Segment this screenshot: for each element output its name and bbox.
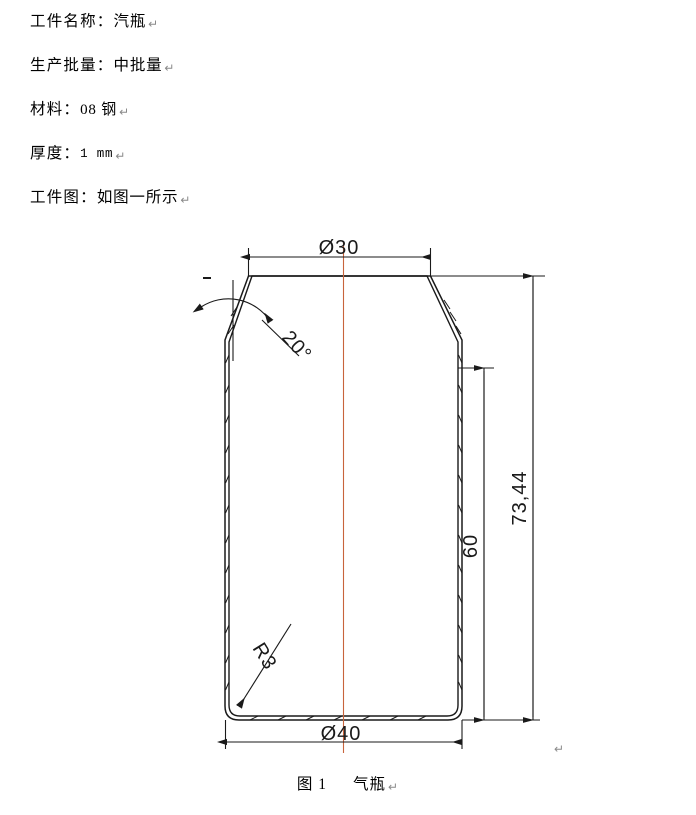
- paragraph-mark-icon: ↵: [164, 61, 176, 75]
- dimension-shoulder-angle: [192, 277, 300, 361]
- paragraph-mark-icon: ↵: [554, 742, 565, 756]
- figure-caption-title: 气瓶: [353, 776, 387, 793]
- document-text-block: 工件名称：汽瓶↵ 生产批量：中批量↵ 材料：08 钢↵ 厚度：1 mm↵ 工件图…: [30, 0, 670, 220]
- dimension-total-height: [430, 273, 545, 723]
- section-hatching: [225, 299, 463, 721]
- dimension-wall-height-label: 60: [460, 534, 482, 558]
- paragraph-mark-icon: ↵: [148, 17, 159, 31]
- material-value: 08 钢: [80, 101, 118, 118]
- paragraph-mark-icon: ↵: [180, 193, 191, 207]
- thickness-value: 1 mm: [80, 146, 114, 161]
- dimension-top-diameter-label: Ø30: [319, 237, 360, 259]
- batch-label: 生产批量：: [30, 57, 114, 75]
- dimension-bottom-diameter: [217, 720, 463, 749]
- dimension-shoulder-angle-label: 20°: [277, 327, 316, 366]
- paragraph-mark-icon: ↵: [119, 105, 130, 119]
- material-label: 材料：: [30, 101, 81, 119]
- part-name-label: 工件名称：: [30, 13, 114, 31]
- doc-line-drawing-ref: 工件图：如图一所示↵: [30, 176, 670, 220]
- thickness-label: 厚度：: [30, 145, 81, 163]
- part-outline-outer: [224, 275, 463, 721]
- doc-line-thickness: 厚度：1 mm↵: [30, 132, 670, 176]
- dimension-top-diameter: [240, 248, 432, 276]
- paragraph-mark-icon: ↵: [388, 780, 400, 794]
- part-name-value: 汽瓶: [113, 13, 147, 31]
- part-outline-inner: [228, 275, 459, 717]
- figure-caption-number: 图 1: [296, 776, 328, 793]
- doc-line-batch: 生产批量：中批量↵: [30, 44, 670, 88]
- doc-line-material: 材料：08 钢↵: [30, 88, 670, 132]
- dimension-bottom-diameter-label: Ø40: [321, 723, 362, 745]
- paragraph-mark-icon: ↵: [115, 149, 126, 163]
- dimension-corner-radius-label: R3: [248, 639, 281, 674]
- dimension-corner-radius: [236, 623, 292, 709]
- figure-caption: 图 1 气瓶↵: [0, 772, 696, 794]
- drawing-ref-label: 工件图：: [30, 189, 97, 207]
- dimension-total-height-label: 73,44: [509, 470, 531, 525]
- drawing-canvas: Ø30 Ø40 20° R3 60 73: [192, 237, 545, 753]
- batch-value: 中批量: [113, 57, 163, 75]
- drawing-ref-value: 如图一所示: [96, 189, 179, 207]
- doc-line-part-name: 工件名称：汽瓶↵: [30, 0, 670, 44]
- technical-drawing-figure: Ø30 Ø40 20° R3 60 73: [0, 228, 696, 758]
